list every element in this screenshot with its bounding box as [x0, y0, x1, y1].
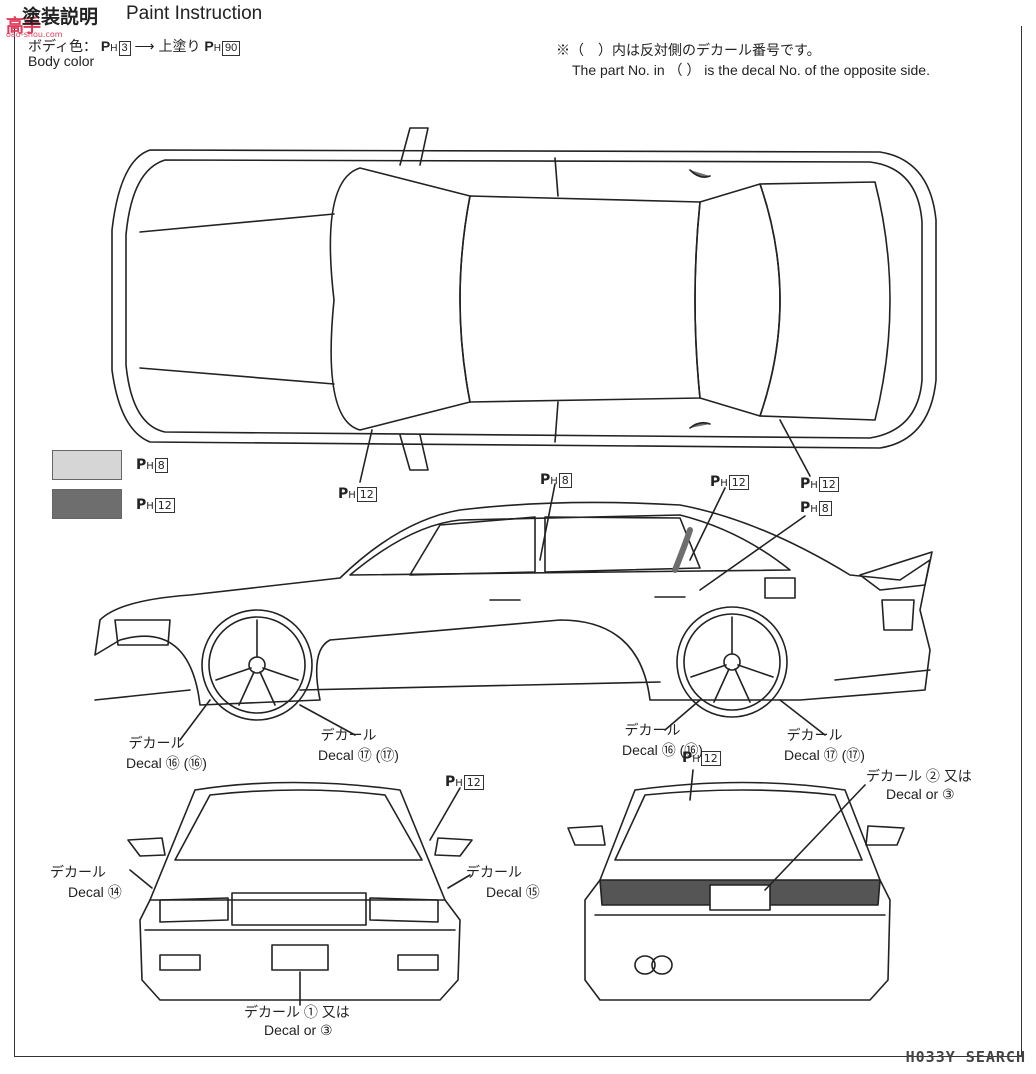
- decal-front-left: デカール Decal ⑭: [50, 864, 122, 900]
- topcoat-jp: 上塗り: [158, 38, 201, 54]
- decal-rear-rim: デカール Decal ⑰ (⑰): [784, 727, 865, 763]
- decal-front-rim: デカール Decal ⑰ (⑰): [318, 727, 399, 763]
- decal-front-wheel: デカール Decal ⑯ (⑯): [126, 735, 207, 771]
- body-color-en: Body color: [28, 53, 95, 69]
- swatch-light-gray: [52, 450, 122, 480]
- decal-front-plate: デカール ① 又は Decal or ③: [244, 1004, 350, 1038]
- site-logo: 高手: [6, 16, 41, 37]
- site-logo-url: oao-shou.com: [6, 30, 63, 39]
- decal-front-right: デカール Decal ⑮: [466, 864, 540, 900]
- arrow-icon: ⟶: [134, 38, 155, 54]
- car-top-view: [111, 127, 937, 471]
- note-jp: ※（ ）内は反対側のデカール番号です。: [556, 42, 821, 58]
- watermark: H033Y SEARCH: [905, 1048, 1026, 1066]
- note-en: The part No. in （ ） is the decal No. of …: [572, 62, 930, 78]
- car-front-view: [127, 781, 473, 1001]
- title-english: Paint Instruction: [126, 3, 263, 24]
- title-japanese: 塗装説明: [22, 6, 99, 28]
- decal-rear-wheel: デカール Decal ⑯ (⑯): [622, 722, 703, 758]
- body-color-jp: ボディ色：: [28, 38, 98, 54]
- car-rear-view: [567, 781, 905, 1001]
- diagram-frame: [14, 26, 1022, 1057]
- car-side-view: [94, 501, 933, 721]
- swatch-dark-gray: [52, 489, 122, 519]
- decal-rear-plate: デカール ② 又は Decal or ③: [866, 768, 972, 802]
